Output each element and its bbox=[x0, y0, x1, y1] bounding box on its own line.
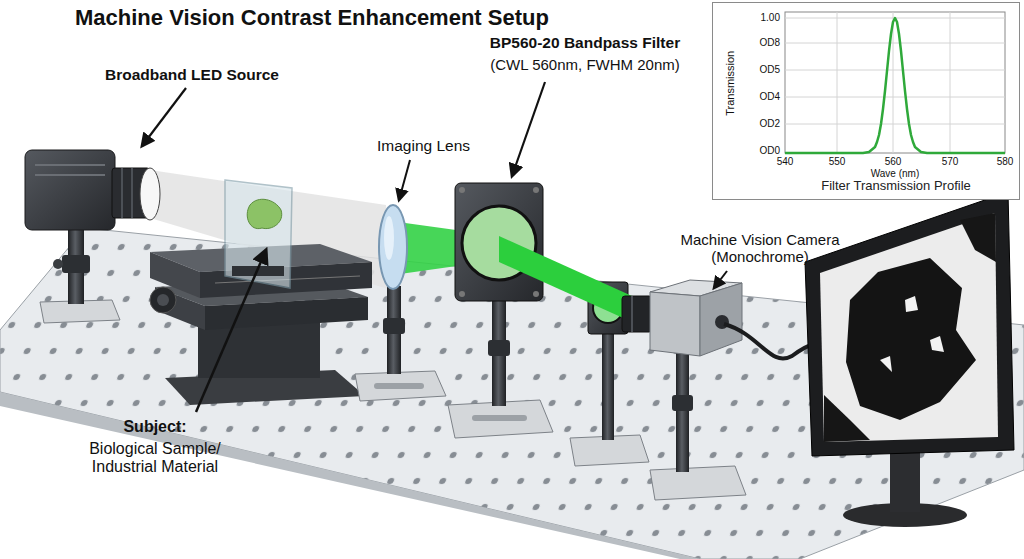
grid-line bbox=[785, 70, 1005, 71]
grid-line bbox=[837, 12, 838, 153]
callout-label: BP560-20 Bandpass Filter bbox=[470, 34, 700, 52]
grid-line bbox=[893, 12, 894, 153]
led-lens bbox=[140, 168, 160, 220]
frame-screw bbox=[459, 291, 465, 297]
stage-column bbox=[198, 322, 320, 378]
breadboard-edge bbox=[0, 392, 700, 559]
barrel-ring bbox=[131, 168, 133, 218]
axis-tick: 1.00 bbox=[744, 12, 780, 24]
glass-slide bbox=[225, 180, 292, 288]
camera-assembly bbox=[622, 280, 814, 500]
screen-image-dark bbox=[960, 213, 996, 262]
base-slot bbox=[374, 383, 424, 389]
lens-ring bbox=[631, 296, 633, 332]
lens-highlight bbox=[384, 216, 394, 260]
callout-label: Machine Vision Camera (Monochrome) bbox=[665, 231, 855, 266]
plot-caption: Filter Transmission Profile bbox=[773, 179, 1019, 194]
filter-spec: (CWL 560nm, FWHM 20nm) bbox=[470, 56, 700, 73]
barrel-ring bbox=[121, 168, 123, 218]
leader-arrow bbox=[512, 82, 545, 176]
post-base bbox=[355, 371, 446, 401]
grid-line bbox=[785, 97, 1005, 98]
axis-title: Wave (nm) bbox=[845, 168, 945, 180]
led-source bbox=[25, 150, 150, 323]
leader-arrow bbox=[142, 88, 186, 146]
post-base bbox=[650, 466, 746, 500]
translation-stage bbox=[150, 244, 372, 405]
imaging-lens bbox=[379, 205, 407, 289]
grid-line bbox=[950, 12, 951, 153]
axis-tick: 540 bbox=[770, 156, 800, 168]
stage-plate-front bbox=[205, 297, 368, 330]
stage-knob bbox=[150, 287, 176, 313]
diagram-title: Machine Vision Contrast Enhancement Setu… bbox=[75, 5, 549, 30]
axis-tick: 550 bbox=[822, 156, 852, 168]
screen-image-dark bbox=[824, 395, 870, 442]
axis-tick: OD5 bbox=[744, 64, 780, 76]
axis-tick: 560 bbox=[878, 156, 908, 168]
transmission-curve bbox=[785, 18, 1005, 153]
callout-label: Imaging Lens bbox=[377, 137, 497, 155]
axis-tick: OD2 bbox=[744, 118, 780, 130]
post-holder bbox=[488, 340, 510, 356]
plot-area bbox=[785, 12, 1005, 153]
axis-tick: 570 bbox=[935, 156, 965, 168]
leader-arrows bbox=[142, 82, 727, 412]
axis-tick: 580 bbox=[990, 156, 1020, 168]
camera-cable bbox=[724, 324, 814, 359]
sample-specimen bbox=[247, 199, 282, 228]
axis-tick: OD4 bbox=[744, 91, 780, 103]
screen-image-dark bbox=[846, 258, 976, 420]
leader-arrow bbox=[714, 271, 727, 288]
led-housing bbox=[25, 150, 115, 230]
base-slot bbox=[472, 415, 527, 421]
post-holder bbox=[383, 318, 405, 334]
post bbox=[676, 352, 689, 472]
sample-slide bbox=[225, 180, 292, 288]
housing-fin bbox=[35, 164, 105, 166]
frame-screw bbox=[533, 291, 539, 297]
camera-lens bbox=[622, 296, 652, 332]
axis-title: Transmission bbox=[724, 33, 737, 133]
camera-front bbox=[650, 292, 700, 356]
camera-side bbox=[700, 283, 742, 356]
axis-tick: OD0 bbox=[744, 145, 780, 157]
leader-arrow bbox=[196, 250, 266, 412]
callout-label: Biological Sample/ Industrial Material bbox=[65, 440, 245, 477]
stage-knob-center bbox=[157, 294, 169, 306]
green-beam bbox=[499, 236, 632, 322]
grid-line bbox=[785, 43, 1005, 44]
housing-fin bbox=[35, 174, 105, 176]
frame-screw bbox=[533, 187, 539, 193]
inset-plot-frame: Filter Transmission Profile bbox=[712, 2, 1020, 200]
monitor-screen bbox=[820, 213, 998, 442]
callout-label: Broadband LED Source bbox=[105, 66, 305, 84]
grid-line bbox=[785, 124, 1005, 125]
bandpass-filter-mount bbox=[448, 183, 553, 438]
post-holder bbox=[672, 395, 693, 411]
axis-tick: OD8 bbox=[744, 37, 780, 49]
screen-image-light bbox=[880, 296, 944, 372]
leader-arrow bbox=[399, 160, 410, 200]
inset-background bbox=[712, 2, 1020, 200]
post-holder bbox=[62, 255, 90, 273]
thumb-screw bbox=[53, 259, 63, 269]
imaging-lens-mount bbox=[355, 286, 446, 401]
post bbox=[602, 332, 614, 440]
transmission-plot bbox=[712, 2, 1020, 200]
callout-label: Subject: bbox=[70, 418, 240, 436]
frame-screw bbox=[459, 187, 465, 193]
